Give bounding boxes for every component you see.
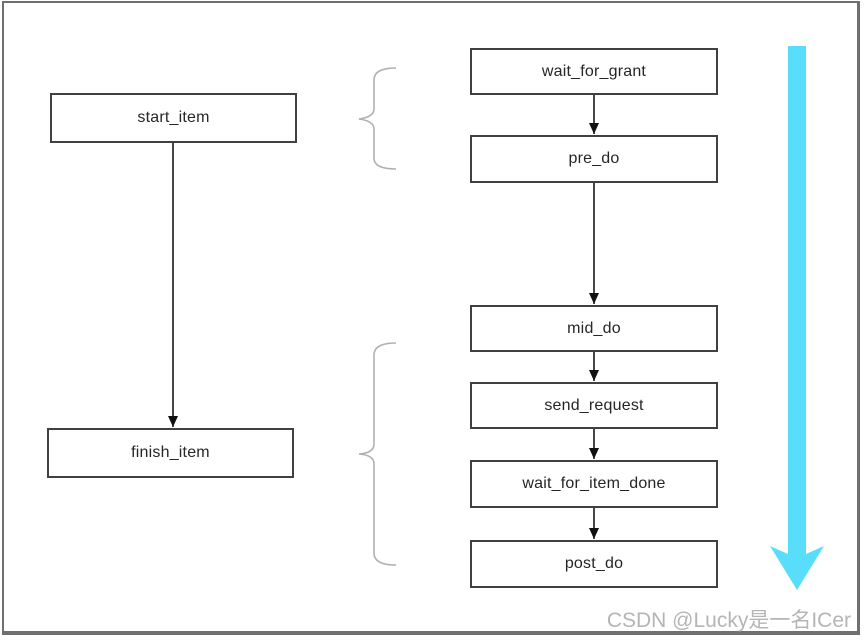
flow-node-wait-for-item-done: wait_for_item_done [470, 460, 718, 508]
flow-node-label: wait_for_item_done [522, 475, 666, 492]
flow-node-mid-do: mid_do [470, 305, 718, 352]
curly-brace-finish-item-icon [358, 342, 397, 566]
flow-node-start-item: start_item [50, 93, 297, 143]
flow-node-finish-item: finish_item [47, 428, 294, 478]
flow-node-wait-for-grant: wait_for_grant [470, 48, 718, 95]
csdn-watermark: CSDN @Lucky是一名ICer [606, 609, 851, 632]
flow-node-label: wait_for_grant [541, 62, 647, 80]
timeline-down-arrow-icon [770, 46, 824, 590]
flow-node-label: mid_do [567, 319, 621, 337]
flow-node-label: send_request [544, 396, 644, 414]
flow-node-label: pre_do [568, 150, 620, 167]
flow-node-post-do: post_do [470, 540, 718, 588]
flow-node-send-request: send_request [470, 382, 718, 429]
flow-node-label: start_item [137, 109, 210, 126]
flow-node-pre-do: pre_do [470, 135, 718, 183]
curly-brace-start-item-icon [358, 67, 397, 170]
flow-node-label: finish_item [131, 444, 210, 461]
flow-node-label: post_do [564, 555, 624, 572]
